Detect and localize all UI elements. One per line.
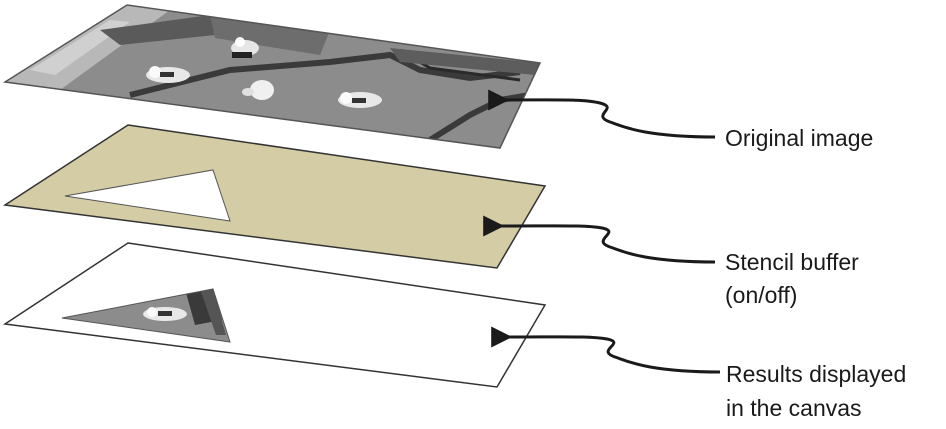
label-in-the-canvas: in the canvas — [726, 395, 862, 421]
stencil-cutout-triangle — [64, 169, 231, 222]
original-image-layer — [2, 4, 542, 149]
arrow-to-original-image — [488, 89, 716, 139]
sprite-creature-icon — [146, 66, 190, 83]
arrow-to-stencil-buffer — [483, 215, 716, 264]
sprite-creature-icon — [338, 92, 382, 108]
label-original-image: Original image — [725, 125, 873, 151]
label-stencil-onoff: (on/off) — [725, 282, 797, 308]
results-canvas-layer — [2, 242, 547, 388]
label-results-displayed: Results displayed — [726, 361, 906, 387]
result-triangle — [61, 288, 231, 343]
sprite-figure-icon — [231, 37, 259, 58]
sprite-ghost-icon — [242, 80, 274, 100]
stencil-buffer-layer — [2, 124, 547, 269]
label-stencil-buffer: Stencil buffer — [725, 249, 859, 275]
arrow-to-results-canvas — [491, 326, 721, 374]
